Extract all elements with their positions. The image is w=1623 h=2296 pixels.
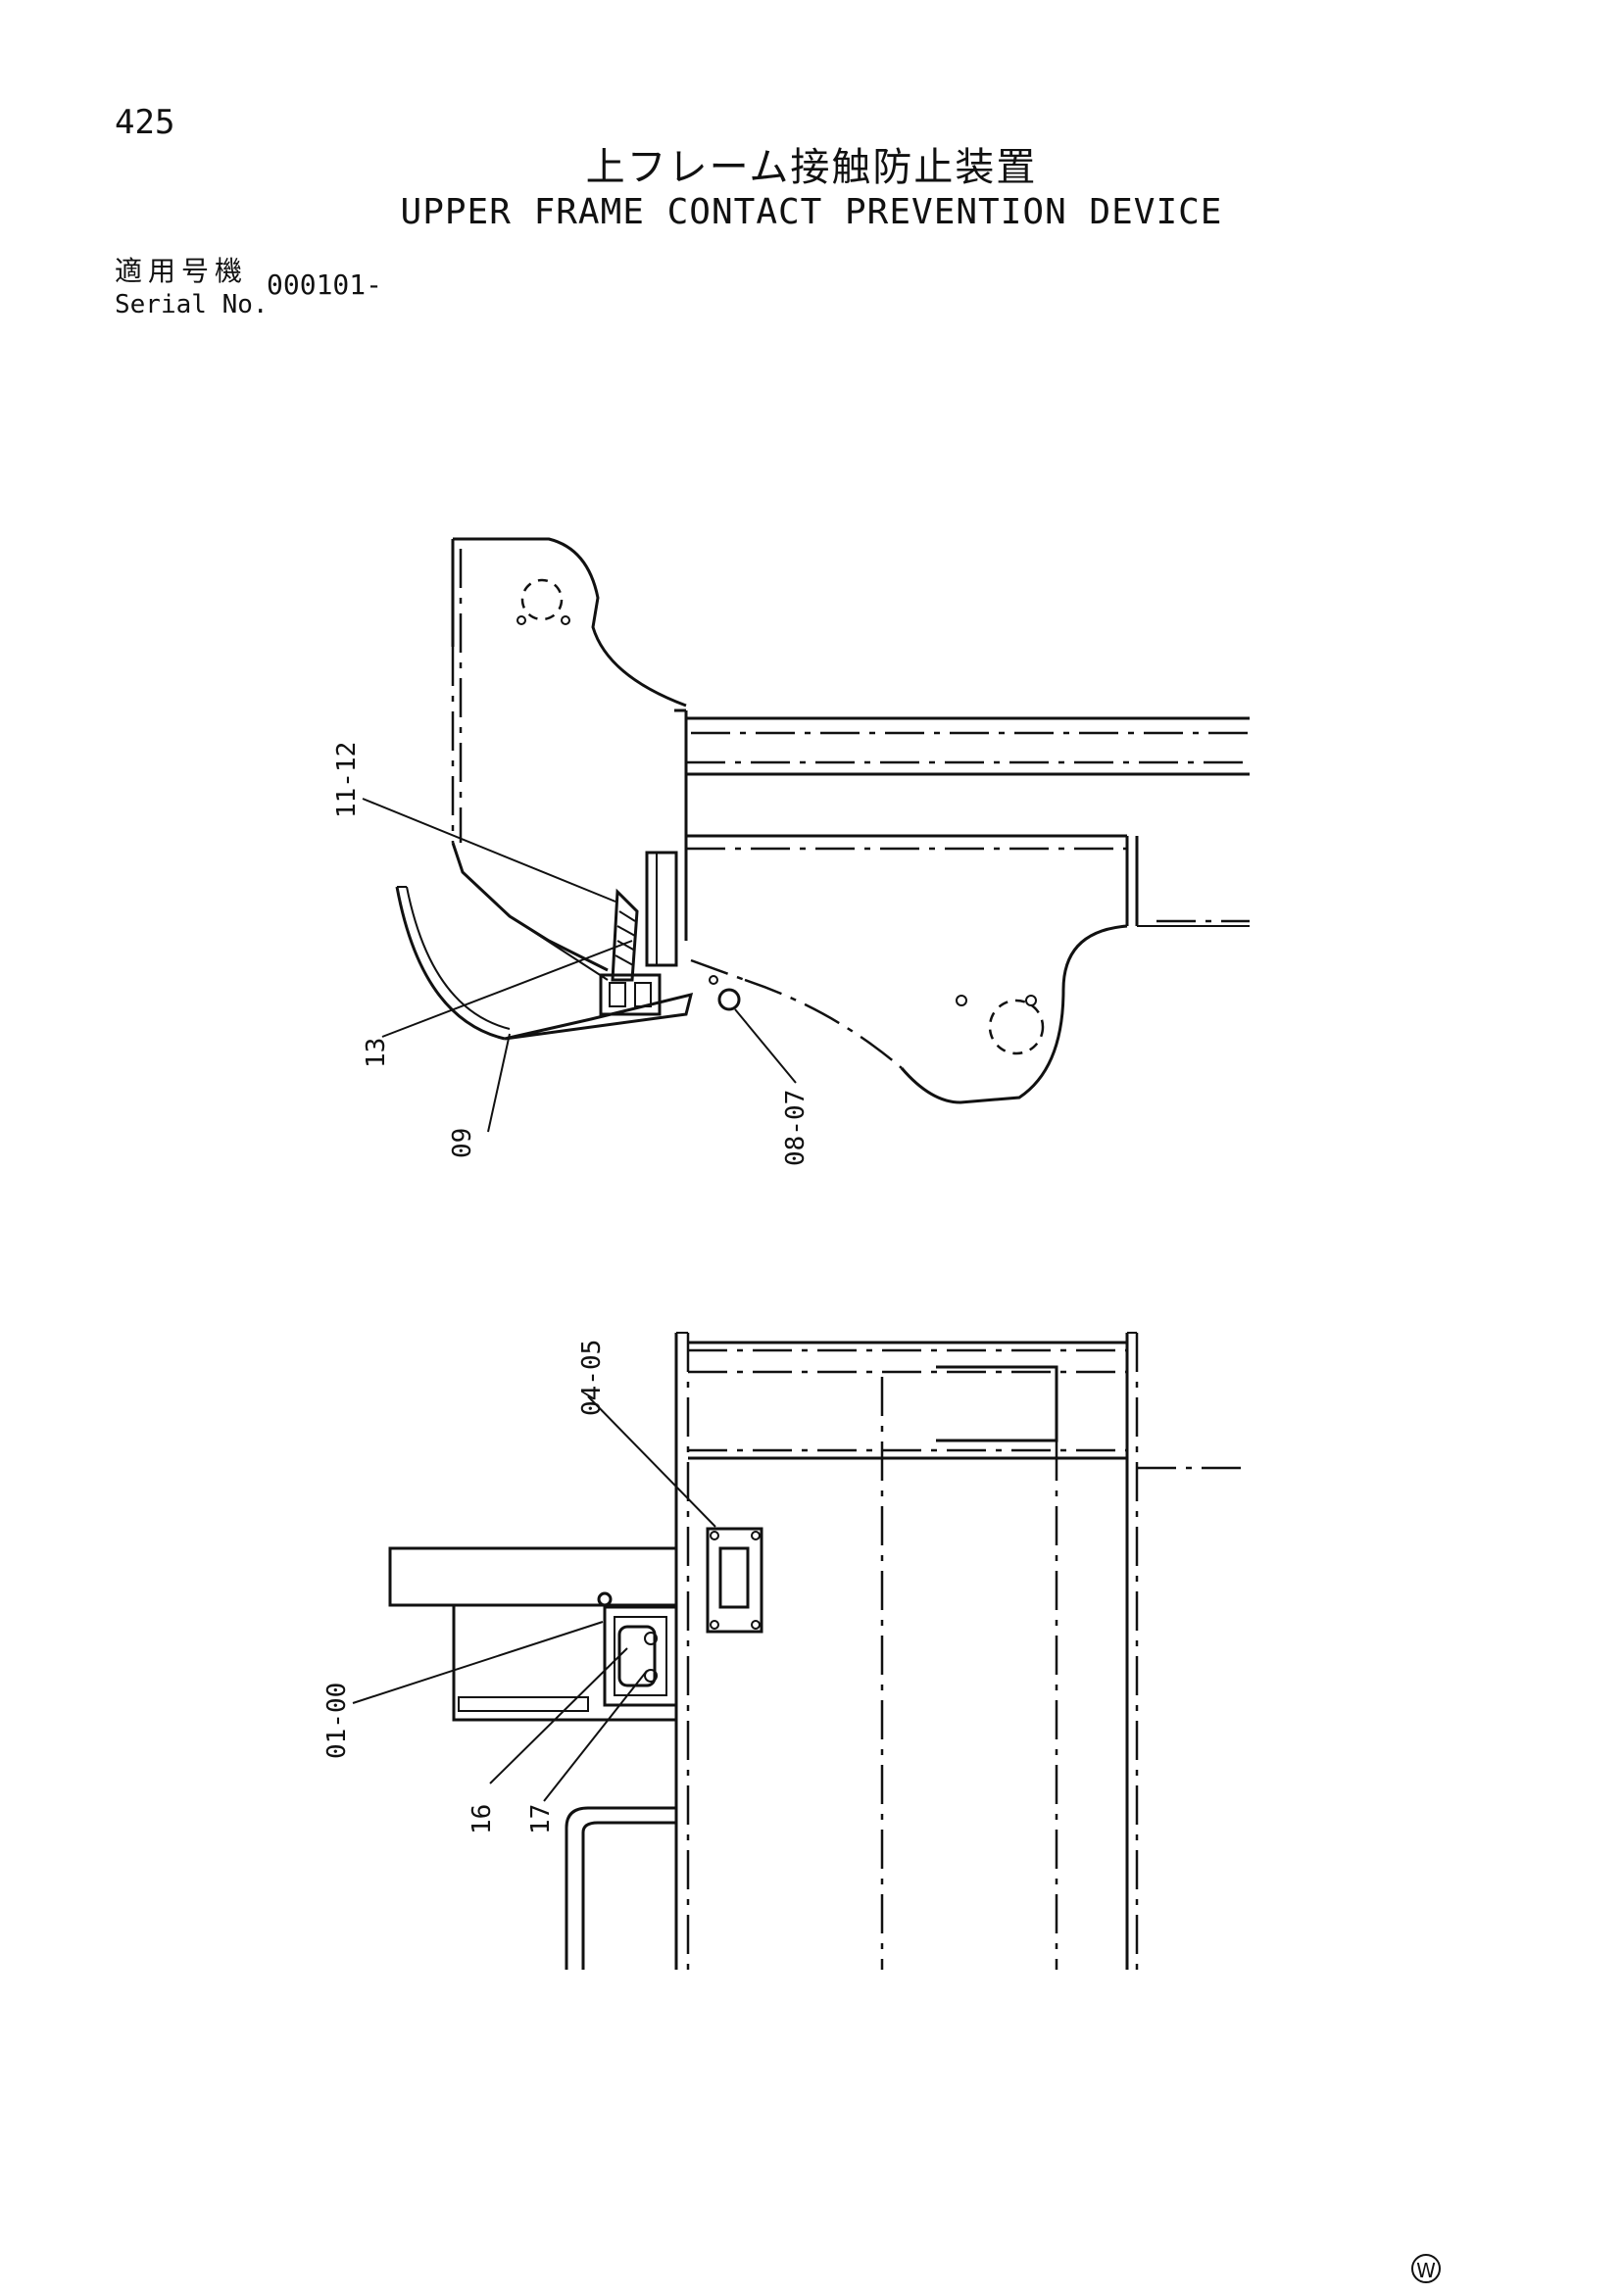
callout-09: 09: [448, 1128, 477, 1158]
switch-block: [599, 973, 662, 1016]
title-japanese: 上フレーム接触防止装置: [585, 145, 1038, 190]
callout-01-00: 01-00: [322, 1683, 352, 1759]
lug-hole: [988, 999, 1045, 1055]
contact-plate: [504, 992, 694, 1041]
lower-view: 04-05 01-00 16 17: [322, 1332, 1250, 1970]
serial-label-japanese: 適用号機: [115, 255, 249, 287]
serial-value: 000101-: [267, 269, 383, 301]
title-english: UPPER FRAME CONTACT PREVENTION DEVICE: [400, 192, 1223, 232]
callout-17: 17: [526, 1804, 556, 1834]
spring-assembly: [611, 888, 639, 982]
bracket-hole: [520, 578, 564, 621]
callout-08-07: 08-07: [781, 1090, 811, 1166]
curved-rod: [395, 886, 506, 1041]
callout-16: 16: [467, 1804, 497, 1834]
callout-11-12: 11-12: [332, 742, 362, 818]
mounting-plate: [706, 1527, 763, 1634]
callout-04-05: 04-05: [577, 1340, 607, 1416]
switch-box: [603, 1605, 678, 1707]
beam: [388, 1546, 678, 1607]
callout-13: 13: [362, 1038, 391, 1068]
page-number: 425: [115, 103, 175, 142]
pin: [717, 988, 741, 1011]
serial-label-english: Serial No.: [115, 290, 269, 319]
upper-view: 11-12 13 09 08-07: [332, 537, 1250, 1166]
w-mark: W: [1411, 2254, 1441, 2283]
